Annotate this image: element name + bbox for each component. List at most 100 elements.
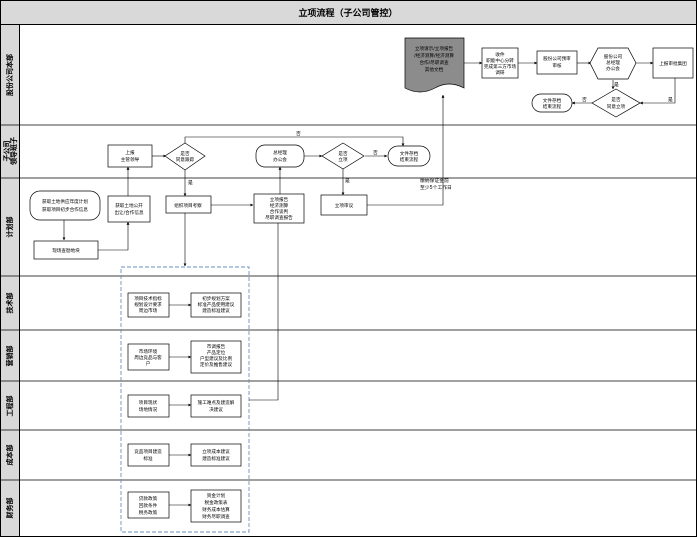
svg-text:总经理: 总经理 [273, 149, 287, 156]
svg-text:回款条件: 回款条件 [139, 502, 158, 509]
node-prereview: 股份公司预审 审核 [536, 50, 578, 75]
lane-label-cost: 成本部 [5, 445, 14, 466]
svg-text:定价及推售建议: 定价及推售建议 [200, 361, 233, 368]
svg-text:结束流程: 结束流程 [400, 156, 419, 163]
svg-text:办公会: 办公会 [273, 156, 287, 163]
svg-text:产品定位: 产品定位 [207, 349, 226, 356]
node-finance-right: 资金计划 税金政策表 财务成本估算 财务尽职调查 [190, 489, 242, 523]
svg-text:其他文档: 其他文档 [425, 66, 444, 73]
svg-text:项目现状: 项目现状 [139, 399, 158, 406]
diagram-title: 立项流程（子公司管控） [298, 7, 397, 19]
node-report-leader: 上报 主管领导 [107, 144, 153, 168]
svg-text:初步规划方案: 初步规划方案 [202, 295, 230, 302]
svg-text:出让/合作信息: 出让/合作信息 [114, 209, 144, 216]
svg-text:文件存档: 文件存档 [543, 97, 562, 104]
node-plan-start: 获取土地供应年度计划 获取项目初步合作信息 [29, 190, 101, 221]
lane-label-engineering: 工程部 [5, 396, 14, 417]
edge-label-yes-2: 是 [188, 180, 193, 186]
edge-label-no-3: 否 [582, 97, 587, 103]
svg-text:周边竞品与客: 周边竞品与客 [134, 354, 162, 361]
svg-text:股份公司预审: 股份公司预审 [543, 55, 571, 62]
svg-text:周边市场: 周边市场 [139, 307, 158, 314]
lane-separators [0, 124, 697, 481]
node-tech-right: 初步规划方案 标准产品使用建议 建造标准建议 [190, 292, 242, 318]
svg-text:税务政策: 税务政策 [139, 509, 158, 516]
svg-text:立项: 立项 [338, 156, 348, 163]
svg-text:户: 户 [146, 360, 151, 367]
svg-text:同意立项: 同意立项 [607, 103, 626, 110]
node-gm-meeting: 总经理 办公会 [255, 144, 305, 168]
node-marketing-right: 市调报告 产品定位 户型建议及比例 定价及推售建议 [190, 340, 242, 374]
node-finance-left: 贷款政策 回款条件 税务政策 [127, 491, 170, 519]
svg-text:标准: 标准 [143, 455, 153, 462]
note-deadline: 缴纳保证金前 至少5个工作日 [420, 177, 452, 191]
svg-text:完成第三方市场: 完成第三方市场 [484, 63, 517, 70]
connectors [62, 61, 676, 401]
svg-text:标准产品使用建议: 标准产品使用建议 [198, 301, 235, 308]
decision-leader-agree: 是否 同意跟踪 [164, 142, 206, 171]
svg-text:股份公司: 股份公司 [604, 53, 623, 60]
svg-text:结束流程: 结束流程 [543, 103, 562, 110]
svg-text:审核: 审核 [552, 62, 562, 69]
decision-approve-project: 是否 立项 [321, 142, 365, 170]
svg-text:决建议: 决建议 [209, 406, 223, 413]
svg-text:建造标准建议: 建造标准建议 [202, 307, 230, 314]
node-hq-documents: 立项请示/立项报告 /经济测算/经济测算 合作/尽职调查 其他文档 [404, 37, 465, 93]
svg-text:建造标准建议: 建造标准建议 [202, 455, 230, 462]
svg-text:财务尽职调查: 财务尽职调查 [202, 513, 230, 520]
svg-text:组织项目考察: 组织项目考察 [174, 202, 202, 209]
node-land-cooperation: 获取土地公开 出让/合作信息 [107, 195, 151, 223]
svg-text:规划设计要求: 规划设计要求 [134, 301, 162, 308]
svg-text:合作/尽职调查: 合作/尽职调查 [419, 59, 449, 66]
svg-text:经济测算: 经济测算 [270, 202, 289, 209]
svg-text:立项审议: 立项审议 [335, 202, 354, 209]
node-engineering-right: 施工难点及建造解 决建议 [190, 394, 242, 418]
svg-text:职能中心分转: 职能中心分转 [486, 57, 514, 64]
svg-text:资金计划: 资金计划 [207, 492, 226, 499]
node-approval-review: 立项审议 [320, 194, 368, 216]
svg-text:上报: 上报 [125, 149, 135, 156]
svg-text:获取项目初步合作信息: 获取项目初步合作信息 [42, 206, 88, 213]
node-hq-gm-meeting: 股份公司 总经理 办公会 [589, 47, 637, 80]
svg-text:领导班子: 领导班子 [9, 137, 18, 165]
svg-text:市调报告: 市调报告 [207, 343, 226, 350]
edge-label-yes-1: 是 [345, 178, 350, 184]
svg-text:现场查勘地块: 现场查勘地块 [52, 247, 80, 254]
svg-text:尽职调查报告: 尽职调查报告 [265, 214, 293, 221]
svg-text:主管领导: 主管领导 [121, 156, 140, 163]
node-engineering-left: 项目现状 场地情况 [127, 394, 170, 418]
department-group-box [120, 266, 250, 533]
node-site-survey: 现场查勘地块 [33, 240, 99, 260]
svg-text:调研: 调研 [495, 69, 505, 76]
svg-text:是否: 是否 [611, 97, 621, 103]
svg-text:文件存档: 文件存档 [400, 150, 419, 157]
svg-text:竞品项目建造: 竞品项目建造 [134, 448, 162, 455]
svg-text:施工难点及建造解: 施工难点及建造解 [198, 399, 235, 406]
svg-text:获取土地公开: 获取土地公开 [115, 202, 143, 209]
lane-label-tech: 技术部 [5, 293, 14, 314]
lane-label-hq: 股份公司本部 [5, 54, 14, 97]
svg-text:市场环境: 市场环境 [139, 348, 158, 355]
svg-text:项目技术指标: 项目技术指标 [134, 295, 162, 302]
svg-text:贷款政策: 贷款政策 [139, 495, 158, 502]
svg-text:场地情况: 场地情况 [139, 406, 158, 413]
svg-text:获取土地供应年度计划: 获取土地供应年度计划 [42, 198, 88, 205]
svg-text:财务成本估算: 财务成本估算 [202, 506, 230, 513]
svg-text:立项成本建议: 立项成本建议 [202, 448, 230, 455]
edge-label-yes-3: 是 [668, 97, 673, 103]
lane-label-finance: 财务部 [5, 498, 14, 520]
dept-connectors [169, 303, 192, 507]
node-project-inspection: 组织项目考察 [165, 195, 212, 214]
svg-text:上报审批集团: 上报审批集团 [659, 60, 687, 67]
node-marketing-left: 市场环境 周边竞品与客 户 [127, 343, 170, 371]
svg-text:是否: 是否 [338, 151, 348, 157]
svg-text:子公司: 子公司 [3, 141, 11, 162]
svg-text:同意跟踪: 同意跟踪 [176, 156, 195, 163]
edge-label-yes-4: 是 [614, 82, 619, 88]
node-cost-right: 立项成本建议 建造标准建议 [190, 443, 242, 467]
node-project-report: 立项报告 经济测算 合作谈判 尽职调查报告 [253, 193, 305, 224]
svg-text:/经济测算/经济测算: /经济测算/经济测算 [414, 52, 454, 59]
svg-text:缴纳保证金前: 缴纳保证金前 [420, 177, 449, 184]
decision-hq-agree: 是否 同意立项 [591, 88, 641, 118]
